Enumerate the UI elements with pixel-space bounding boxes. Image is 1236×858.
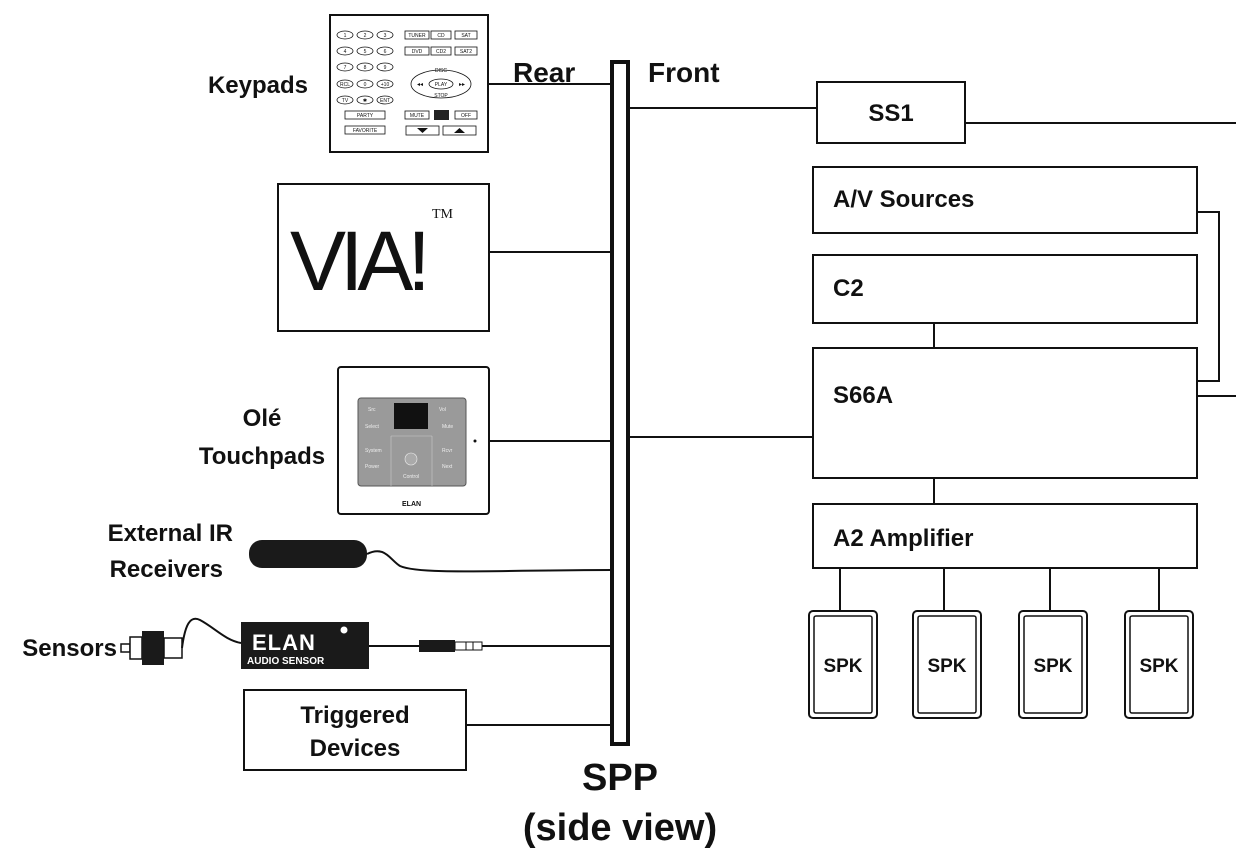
ss1-label: SS1 — [868, 100, 913, 127]
ir-label-line1: External IR — [108, 520, 233, 547]
speaker-4: SPK — [1124, 610, 1194, 719]
ir-receiver-device — [249, 540, 613, 573]
key-1: 1 — [344, 33, 347, 39]
tp-rcvr: Rcvr — [442, 448, 453, 454]
ole-touchpad-device: Src Vol Select Mute System Rcvr Power Ne… — [337, 366, 490, 515]
key-stop: STOP — [434, 93, 448, 99]
a2-amplifier-box: A2 Amplifier — [812, 503, 1198, 569]
via-device: VIA! TM — [277, 183, 490, 332]
rear-label: Rear — [513, 57, 575, 88]
ir-label-line2: Receivers — [110, 556, 223, 583]
tp-next: Next — [442, 464, 453, 470]
via-logo: VIA! — [290, 214, 425, 308]
av-sources-label: A/V Sources — [833, 186, 974, 213]
key-off: OFF — [461, 113, 471, 119]
key-dvd: DVD — [412, 49, 423, 55]
ole-label-line2: Touchpads — [199, 443, 325, 470]
spp-bar — [610, 60, 630, 746]
key-ent: ENT — [380, 98, 390, 104]
key-sat2: SAT2 — [460, 49, 472, 55]
key-9: 9 — [384, 65, 387, 71]
key-sat: SAT — [461, 33, 470, 39]
tp-control: Control — [403, 474, 419, 480]
s66a-box: S66A — [812, 347, 1198, 479]
key-3: 3 — [384, 33, 387, 39]
key-mute: MUTE — [410, 113, 425, 119]
tp-power: Power — [365, 464, 380, 470]
via-tm: TM — [432, 207, 454, 222]
key-cd: CD — [437, 33, 445, 39]
key-party: PARTY — [357, 113, 374, 119]
svg-text:▸▸: ▸▸ — [459, 82, 465, 88]
a2-amplifier-label: A2 Amplifier — [833, 525, 973, 552]
s66a-label: S66A — [833, 382, 893, 409]
front-label: Front — [648, 57, 720, 88]
svg-text:◂◂: ◂◂ — [417, 82, 423, 88]
speaker-1-label: SPK — [823, 656, 862, 677]
tp-system: System — [365, 448, 382, 454]
key-5: 5 — [364, 49, 367, 55]
key-star: ✱ — [363, 98, 367, 104]
audio-sensor-brand: ELAN — [252, 630, 316, 655]
key-tuner: TUNER — [408, 33, 426, 39]
key-8: 8 — [364, 65, 367, 71]
c2-label: C2 — [833, 275, 864, 302]
key-7: 7 — [344, 65, 347, 71]
touchpad-brand: ELAN — [402, 501, 421, 508]
triggered-label-line1: Triggered — [300, 702, 409, 729]
key-6: 6 — [384, 49, 387, 55]
av-sources-box: A/V Sources — [812, 166, 1198, 234]
triggered-devices-box: Triggered Devices — [243, 689, 467, 771]
key-0: 0 — [364, 82, 367, 88]
tp-vol: Vol — [439, 407, 446, 413]
speaker-3-label: SPK — [1033, 656, 1072, 677]
keypad-device: 1 2 3 TUNER CD SAT 4 5 6 DVD CD2 SAT2 7 … — [329, 14, 489, 153]
key-tv: TV — [342, 98, 349, 104]
speaker-3: SPK — [1018, 610, 1088, 719]
key-plus10: +10 — [381, 82, 390, 88]
key-rcl: RCL — [340, 82, 350, 88]
ss1-box: SS1 — [816, 81, 966, 144]
audio-sensor-label: AUDIO SENSOR — [247, 656, 325, 667]
speaker-4-label: SPK — [1139, 656, 1178, 677]
spp-title: SPP — [582, 757, 658, 799]
sensors-label: Sensors — [22, 635, 117, 662]
key-2: 2 — [364, 33, 367, 39]
sensor-device: ELAN AUDIO SENSOR — [120, 617, 483, 669]
spp-subtitle: (side view) — [523, 807, 717, 849]
key-4: 4 — [344, 49, 347, 55]
key-disc: DISC — [435, 68, 447, 74]
keypads-label: Keypads — [208, 72, 308, 99]
tp-src: Src — [368, 407, 376, 413]
speaker-2-label: SPK — [927, 656, 966, 677]
speaker-1: SPK — [808, 610, 878, 719]
triggered-label-line2: Devices — [310, 735, 401, 762]
c2-box: C2 — [812, 254, 1198, 324]
key-play: PLAY — [435, 82, 448, 88]
key-favorite: FAVORITE — [353, 128, 378, 134]
tp-mute: Mute — [442, 424, 453, 430]
key-cd2: CD2 — [436, 49, 446, 55]
tp-select: Select — [365, 424, 380, 430]
ole-label-line1: Olé — [243, 405, 282, 432]
av-to-s66a-line — [1197, 211, 1220, 382]
speaker-2: SPK — [912, 610, 982, 719]
